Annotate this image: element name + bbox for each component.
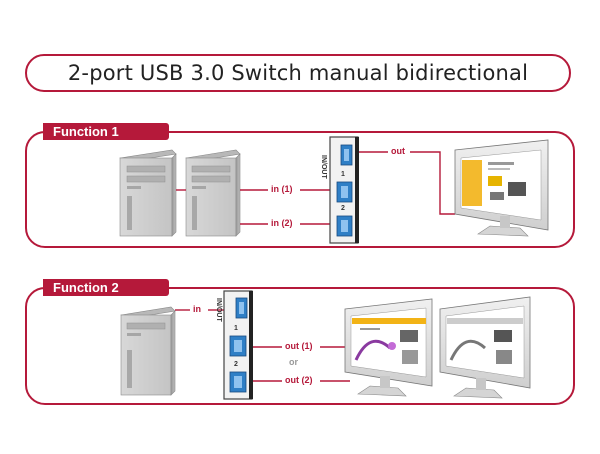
f1-label-in1: in (1) xyxy=(271,184,293,194)
f1-label-out: out xyxy=(391,146,405,156)
f1-port2-label: 2 xyxy=(341,205,345,212)
monitor-3-icon xyxy=(439,296,531,399)
usb-switch-1-icon xyxy=(329,136,359,244)
title-box: 2-port USB 3.0 Switch manual bidirection… xyxy=(25,54,571,92)
function2-tab: Function 2 xyxy=(43,279,169,296)
f2-label-in: in xyxy=(193,304,201,314)
usb-switch-2-icon xyxy=(223,290,253,400)
function2-panel xyxy=(25,287,575,405)
computer-tower-2-icon xyxy=(185,149,241,237)
f1-port1-label: 1 xyxy=(341,171,345,178)
f1-port-header: IN/OUT xyxy=(320,155,327,179)
f2-label-or: or xyxy=(289,357,298,367)
f2-port-header: IN/OUT xyxy=(215,298,222,322)
page-title: 2-port USB 3.0 Switch manual bidirection… xyxy=(67,61,529,85)
monitor-1-icon xyxy=(454,139,549,237)
f1-label-in2: in (2) xyxy=(271,218,293,228)
computer-tower-3-icon xyxy=(120,306,176,396)
monitor-2-icon xyxy=(344,298,433,397)
computer-tower-1-icon xyxy=(119,149,177,237)
function1-panel xyxy=(25,131,575,248)
f2-port1-label: 1 xyxy=(234,325,238,332)
function1-tab: Function 1 xyxy=(43,123,169,140)
f2-port2-label: 2 xyxy=(234,361,238,368)
f2-label-out1: out (1) xyxy=(285,341,313,351)
f2-label-out2: out (2) xyxy=(285,375,313,385)
